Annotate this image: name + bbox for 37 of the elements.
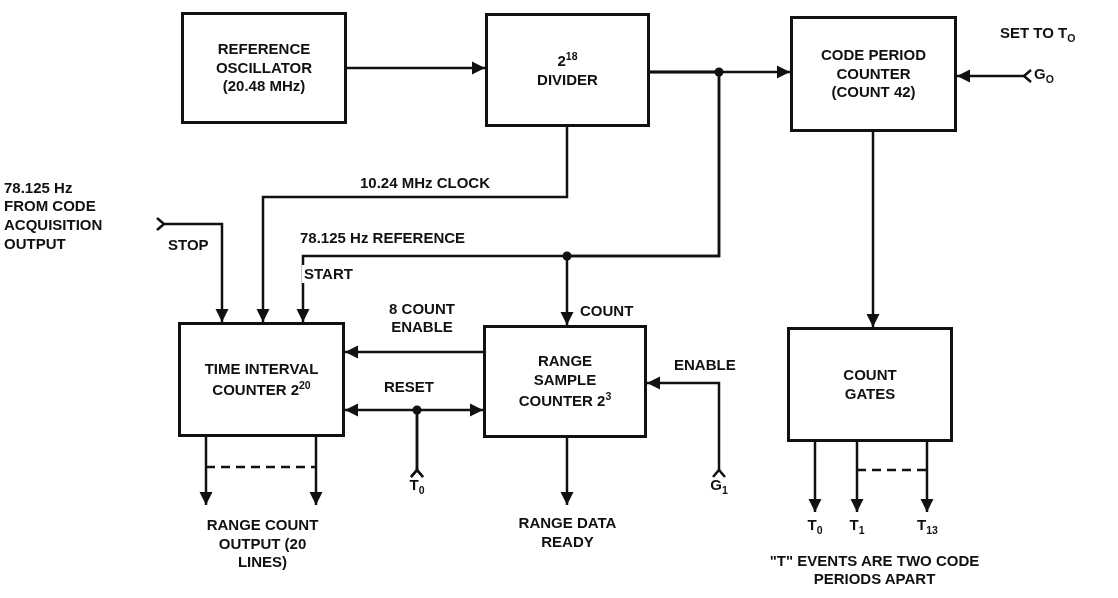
arrow (155, 216, 229, 322)
block-label: COUNT GATES (842, 365, 898, 404)
signal-label: T$_{1}$ (849, 516, 865, 538)
block-box (787, 327, 953, 442)
pin-label: START (302, 265, 355, 283)
block-label: REFERENCE OSCILLATOR (20.48 MHz) (214, 39, 314, 97)
arrow (345, 345, 483, 359)
arrow (347, 61, 485, 75)
arrow (850, 442, 864, 512)
arrow (920, 442, 934, 512)
signal-label: RANGE DATA READY (517, 513, 618, 552)
block-label: TIME INTERVAL COUNTER 2$^{20}$ (203, 359, 320, 400)
arrow (647, 376, 727, 479)
arrow (199, 437, 213, 505)
block-box (181, 12, 347, 124)
arrow (560, 70, 721, 325)
block-box (483, 325, 647, 438)
signal-label: T$_{13}$ (917, 516, 938, 538)
arrow (866, 132, 880, 327)
signal-label: G$_{O}$ (1034, 65, 1054, 87)
arrow (560, 438, 574, 505)
block-box (178, 322, 345, 437)
block-label: RANGE SAMPLE COUNTER 2$^{3}$ (517, 352, 613, 411)
arrow (256, 127, 569, 322)
arrow (309, 437, 323, 505)
block-box (790, 16, 957, 132)
signal-label: T$_{0}$ (807, 516, 823, 538)
arrow (409, 403, 483, 479)
signal-label: T$_{0}$ (409, 476, 425, 498)
arrow (957, 68, 1033, 84)
arrow (808, 442, 822, 512)
signal-label: 78.125 Hz FROM CODE ACQUISITION OUTPUT (4, 178, 104, 254)
signal-label: RANGE COUNT OUTPUT (20 LINES) (205, 515, 320, 573)
block-label: CODE PERIOD COUNTER (COUNT 42) (820, 45, 927, 103)
block-box (485, 13, 650, 127)
signal-label: G$_{1}$ (710, 476, 728, 498)
block-label: 2$^{18}$ DIVIDER (536, 50, 599, 90)
